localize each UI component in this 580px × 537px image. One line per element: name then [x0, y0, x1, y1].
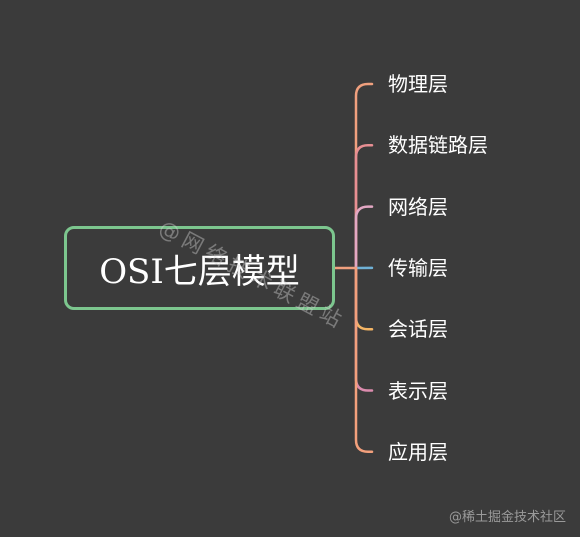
- root-node[interactable]: OSI七层模型: [64, 226, 335, 310]
- child-node-presentation[interactable]: 表示层: [388, 378, 448, 403]
- child-node-transport[interactable]: 传输层: [388, 255, 448, 280]
- connector-data-link: [354, 144, 374, 270]
- child-node-network[interactable]: 网络层: [388, 194, 448, 219]
- child-node-physical[interactable]: 物理层: [388, 72, 448, 96]
- connector-session: [354, 266, 374, 331]
- child-node-session[interactable]: 会话层: [388, 317, 448, 342]
- connector-physical: [354, 82, 374, 270]
- root-node-label: OSI七层模型: [99, 251, 300, 292]
- connector-application: [354, 266, 374, 454]
- connector-network: [354, 205, 374, 270]
- child-node-application[interactable]: 应用层: [388, 439, 448, 464]
- credit-text: @稀土掘金技术社区: [448, 510, 566, 525]
- child-node-data-link[interactable]: 数据链路层: [388, 133, 488, 158]
